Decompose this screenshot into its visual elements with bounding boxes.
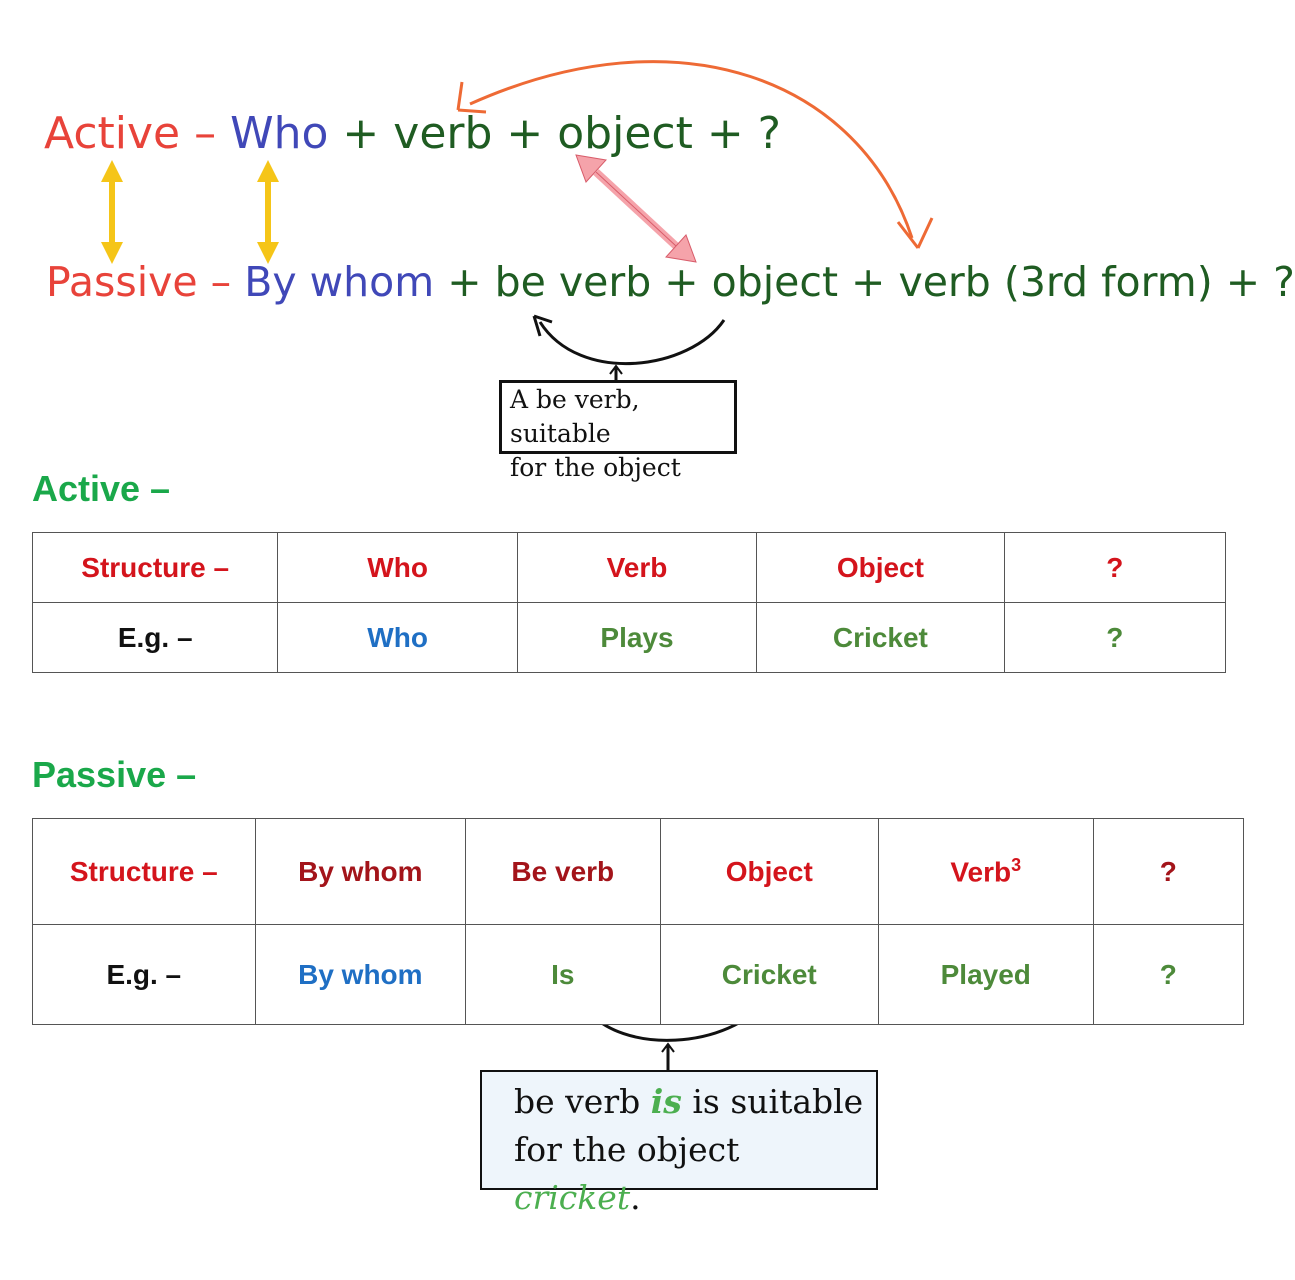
table-row: E.g. – Who Plays Cricket ?: [31, 602, 1227, 673]
passive-header-verb-superscript: 3: [1011, 854, 1022, 875]
note-bottom-line2: for the object cricket.: [514, 1126, 876, 1222]
passive-formula-by-whom: By whom: [244, 258, 435, 306]
note-top-box: A be verb, suitable for the object: [499, 380, 737, 482]
active-header-question: ?: [1003, 532, 1227, 603]
active-example-label: E.g. –: [31, 602, 279, 673]
passive-example-be-verb: Is: [465, 924, 661, 1025]
active-example-question: ?: [1003, 602, 1227, 673]
yellow-double-arrow-2: [257, 160, 279, 264]
passive-header-structure: Structure –: [32, 818, 256, 925]
active-table: Structure – Who Verb Object ? E.g. – Who…: [31, 532, 1227, 673]
table-row: Structure – By whom Be verb Object Verb3…: [32, 818, 1244, 925]
passive-header-by-whom: By whom: [254, 818, 467, 925]
active-formula: Active – Who + verb + object + ?: [44, 112, 781, 156]
active-formula-label: Active: [44, 108, 181, 159]
black-curved-arrow-top: [538, 319, 726, 365]
pink-double-arrow: [575, 154, 697, 263]
passive-header-be-verb: Be verb: [465, 818, 661, 925]
passive-header-verb3: Verb3: [878, 818, 1094, 925]
passive-example-verb3: Played: [878, 924, 1094, 1025]
note-bottom-highlight-is: is: [650, 1082, 682, 1121]
passive-header-object: Object: [659, 818, 880, 925]
note-bottom-end: .: [630, 1178, 641, 1217]
passive-section-title: Passive –: [32, 754, 197, 795]
active-formula-dash: –: [194, 108, 217, 159]
table-row: Structure – Who Verb Object ?: [31, 532, 1227, 603]
active-header-object: Object: [756, 532, 1005, 603]
passive-example-label: E.g. –: [32, 924, 256, 1025]
active-header-structure: Structure –: [31, 532, 279, 603]
note-bottom-highlight-cricket: cricket: [514, 1178, 631, 1217]
yellow-double-arrow-1: [101, 160, 123, 264]
active-formula-who: Who: [230, 108, 329, 159]
passive-formula-label: Passive: [46, 258, 198, 306]
note-top-line2: for the object: [510, 453, 681, 482]
active-example-object: Cricket: [756, 602, 1005, 673]
note-bottom-line1: be verb is is suitable: [514, 1078, 876, 1126]
active-section-title: Active –: [32, 468, 171, 509]
note-top-line1: A be verb, suitable: [510, 385, 640, 448]
passive-header-question: ?: [1092, 818, 1244, 925]
passive-formula: Passive – By whom + be verb + object + v…: [46, 262, 1295, 303]
passive-formula-dash: –: [210, 258, 232, 306]
active-example-verb: Plays: [516, 602, 758, 673]
note-bottom-mid: is suitable: [692, 1082, 864, 1121]
table-row: E.g. – By whom Is Cricket Played ?: [32, 924, 1244, 1025]
active-header-verb: Verb: [516, 532, 758, 603]
note-bottom-line2-pre: for the object: [514, 1130, 740, 1169]
note-bottom-box: be verb is is suitable for the object cr…: [480, 1070, 878, 1217]
passive-table: Structure – By whom Be verb Object Verb3…: [32, 818, 1244, 1025]
active-formula-rest: + verb + object + ?: [342, 108, 782, 159]
passive-example-by-whom: By whom: [254, 924, 467, 1025]
note-bottom-pre: be verb: [514, 1082, 641, 1121]
passive-formula-rest: + be verb + object + verb (3rd form) + ?: [447, 258, 1295, 306]
passive-header-verb-text: Verb: [950, 856, 1012, 888]
passive-example-question: ?: [1092, 924, 1244, 1025]
passive-example-object: Cricket: [659, 924, 880, 1025]
active-example-who: Who: [277, 602, 518, 673]
active-header-who: Who: [277, 532, 518, 603]
